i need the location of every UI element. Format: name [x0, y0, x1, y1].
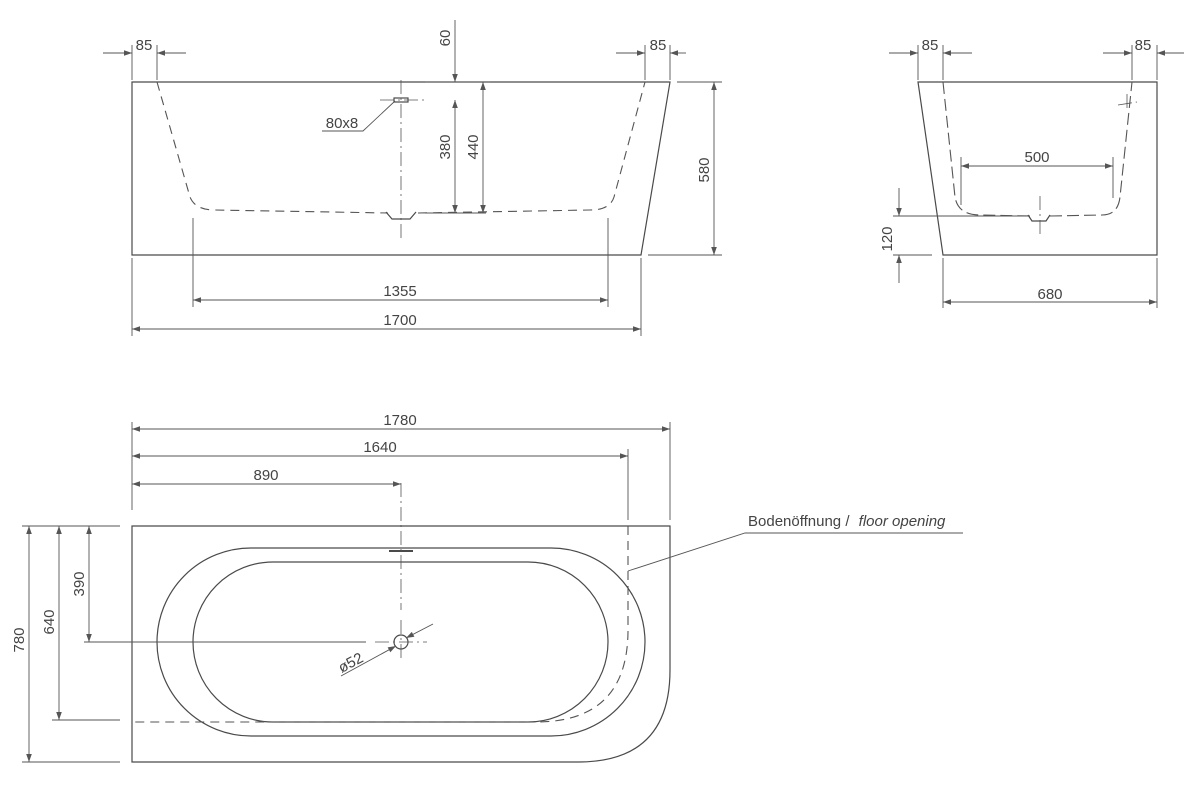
- plan-view: 1780 1640 890 390 640 780 ø52 Bodenöffnu…: [11, 412, 963, 763]
- dim-side-inner-width: 500: [1024, 149, 1049, 166]
- dim-plan-390: 390: [71, 571, 88, 596]
- dim-plan-length: 1780: [383, 412, 416, 429]
- dim-plan-1640: 1640: [363, 439, 396, 456]
- dim-front-height: 580: [696, 157, 713, 182]
- plan-floor-opening-hidden: [132, 526, 629, 723]
- dim-side-base: 120: [879, 226, 896, 251]
- front-outline: [131, 81, 671, 256]
- dim-side-right-rim: 85: [1135, 37, 1152, 54]
- label-floor-opening: Bodenöffnung / floor opening: [748, 513, 946, 530]
- dim-front-length: 1700: [383, 312, 416, 329]
- side-drain: [1027, 214, 1051, 222]
- side-view: 85 85 500 120 680: [879, 37, 1184, 308]
- label-floor-opening-en: floor opening: [859, 513, 946, 530]
- dim-plan-780: 780: [11, 627, 28, 652]
- dim-plan-640: 640: [41, 609, 58, 634]
- front-view: 85 85 60 80x8 380 440 580 1355 1700: [103, 20, 722, 336]
- dim-front-overflow: 80x8: [326, 115, 359, 132]
- front-inner-hidden: [156, 81, 646, 214]
- dim-front-440: 440: [465, 134, 482, 159]
- side-outline: [917, 81, 1158, 256]
- dim-front-380: 380: [437, 134, 454, 159]
- dim-plan-drain: ø52: [335, 649, 366, 676]
- dim-front-right-rim: 85: [650, 37, 667, 54]
- plan-outline: [131, 525, 671, 763]
- dim-front-top: 60: [437, 30, 454, 47]
- dim-plan-890: 890: [253, 467, 278, 484]
- dim-side-width: 680: [1037, 286, 1062, 303]
- dim-side-left-rim: 85: [922, 37, 939, 54]
- dim-front-left-rim: 85: [136, 37, 153, 54]
- label-floor-opening-de: Bodenöffnung /: [748, 513, 850, 530]
- dim-front-inner-length: 1355: [383, 283, 416, 300]
- side-inner-hidden: [942, 81, 1133, 217]
